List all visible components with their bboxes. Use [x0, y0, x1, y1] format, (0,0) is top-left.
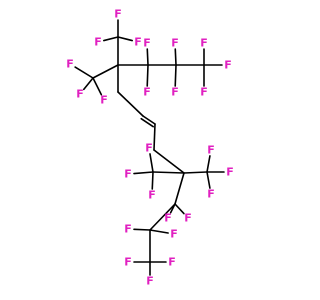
fluorine-atom-label: F [76, 88, 84, 101]
fluorine-atom-label: F [134, 36, 142, 49]
fluorine-atom-label: F [143, 86, 151, 99]
fluorine-atom-label: F [164, 212, 172, 225]
fluorine-atom-label: F [171, 86, 179, 99]
carbon-fluorine-bond [174, 203, 185, 215]
carbon-bond [152, 171, 185, 174]
carbon-fluorine-bond [174, 48, 177, 66]
fluorine-atom-label: F [66, 58, 74, 71]
carbon-bond [183, 171, 208, 174]
carbon-fluorine-bond [151, 171, 154, 190]
carbon-fluorine-bond [103, 36, 119, 42]
fluorine-atom-label: F [94, 36, 102, 49]
carbon-fluorine-bond [74, 66, 94, 79]
fluorine-atom-label: F [124, 223, 132, 236]
fluorine-atom-label: F [224, 59, 232, 72]
fluorine-atom-label: F [226, 166, 234, 179]
carbon-fluorine-bond [206, 155, 211, 173]
fluorine-atom-label: F [200, 37, 208, 50]
fluorine-atom-label: F [170, 228, 178, 241]
fluorine-atom-label: F [148, 189, 156, 202]
fluorine-atom-label: F [171, 37, 179, 50]
double-bond-line [140, 117, 155, 128]
fluorine-atom-label: F [143, 37, 151, 50]
fluorine-atom-label: F [184, 212, 192, 225]
carbon-fluorine-bond [149, 229, 169, 234]
carbon-fluorine-bond [169, 203, 176, 214]
carbon-fluorine-bond [92, 77, 103, 96]
bonds [74, 19, 225, 276]
fluorine-atom-label: F [168, 256, 176, 269]
carbon-fluorine-bond [146, 64, 149, 87]
fluorine-atom-label: F [114, 8, 122, 21]
carbon-bond [142, 115, 156, 125]
fluorine-atom-label: F [146, 275, 154, 288]
fluorine-atom-label: F [124, 256, 132, 269]
carbon-fluorine-bond [146, 48, 149, 66]
fluorine-atom-label: F [124, 168, 132, 181]
carbon-fluorine-bond [174, 64, 177, 87]
fluorine-atom-label: F [207, 188, 215, 201]
fluorine-atom-label: F [200, 86, 208, 99]
carbon-bond [153, 149, 185, 174]
carbon-bond [174, 172, 185, 205]
carbon-bond [92, 64, 119, 79]
carbon-bond [153, 123, 156, 151]
carbon-fluorine-bond [117, 36, 133, 42]
carbon-fluorine-bond [133, 171, 154, 175]
carbon-bond [149, 203, 176, 231]
fluorine-atom-label: F [207, 144, 215, 157]
carbon-fluorine-bond [149, 153, 154, 173]
fluorine-atom-label: F [145, 142, 153, 155]
carbon-bond [117, 91, 144, 117]
carbon-fluorine-bond [133, 228, 151, 231]
fluorine-atom-label: F [100, 94, 108, 107]
carbon-fluorine-bond [82, 77, 94, 91]
carbon-fluorine-bond [206, 171, 211, 189]
